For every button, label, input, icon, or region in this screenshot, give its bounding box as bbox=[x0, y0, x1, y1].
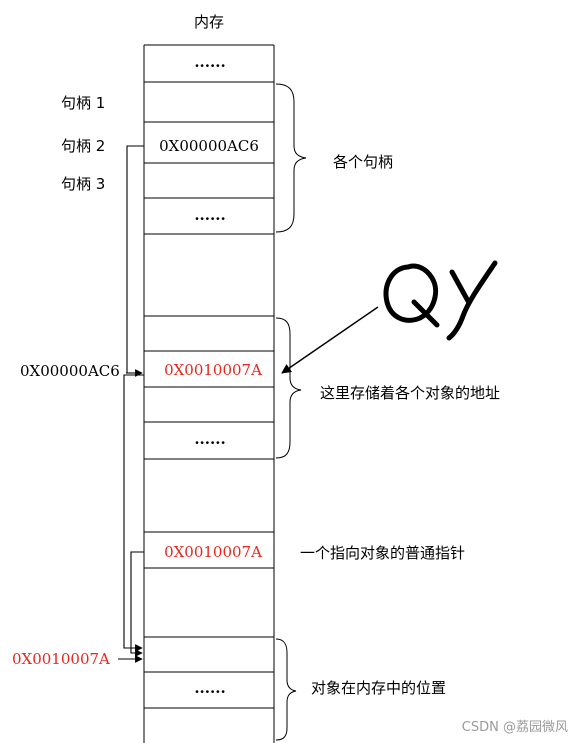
memory-title: 内存 bbox=[194, 13, 224, 31]
label-handle-3: 句柄 3 bbox=[61, 175, 105, 193]
arrow-handle-to-address bbox=[126, 145, 144, 377]
cell-handle2-value: 0X00000AC6 bbox=[159, 137, 259, 155]
qy-doodle bbox=[383, 260, 498, 341]
label-object-in-memory: 对象在内存中的位置 bbox=[311, 679, 446, 697]
label-handle-address: 0X00000AC6 bbox=[20, 362, 120, 380]
watermark: CSDN @荔园微风 bbox=[462, 720, 568, 735]
label-handle-1: 句柄 1 bbox=[61, 94, 105, 112]
cell-ellipsis-addresses: ...... bbox=[194, 430, 225, 448]
cell-ellipsis-handles: ...... bbox=[194, 206, 225, 224]
cell-object-address: 0X0010007A bbox=[164, 361, 262, 379]
qy-doodle-text: QY bbox=[0, 0, 2, 1]
cell-ellipsis-top: ...... bbox=[194, 53, 225, 71]
arrow-address-to-object bbox=[123, 374, 144, 652]
arrow-pointer-to-object bbox=[130, 551, 144, 657]
cell-ellipsis-object: ...... bbox=[194, 679, 225, 697]
arrow-qy-to-address bbox=[281, 306, 379, 374]
cell-pointer-value: 0X0010007A bbox=[164, 543, 262, 561]
label-handle-2: 句柄 2 bbox=[61, 137, 105, 155]
label-address-table: 这里存储着各个对象的地址 bbox=[320, 384, 500, 402]
memory-column bbox=[143, 44, 275, 743]
brace-address-table bbox=[275, 317, 302, 459]
brace-object bbox=[275, 638, 297, 741]
label-handles: 各个句柄 bbox=[333, 153, 393, 171]
label-normal-pointer: 一个指向对象的普通指针 bbox=[300, 544, 465, 562]
label-object-location: 0X0010007A bbox=[12, 650, 110, 668]
brace-handles bbox=[275, 83, 307, 233]
connector-lines bbox=[118, 145, 144, 663]
